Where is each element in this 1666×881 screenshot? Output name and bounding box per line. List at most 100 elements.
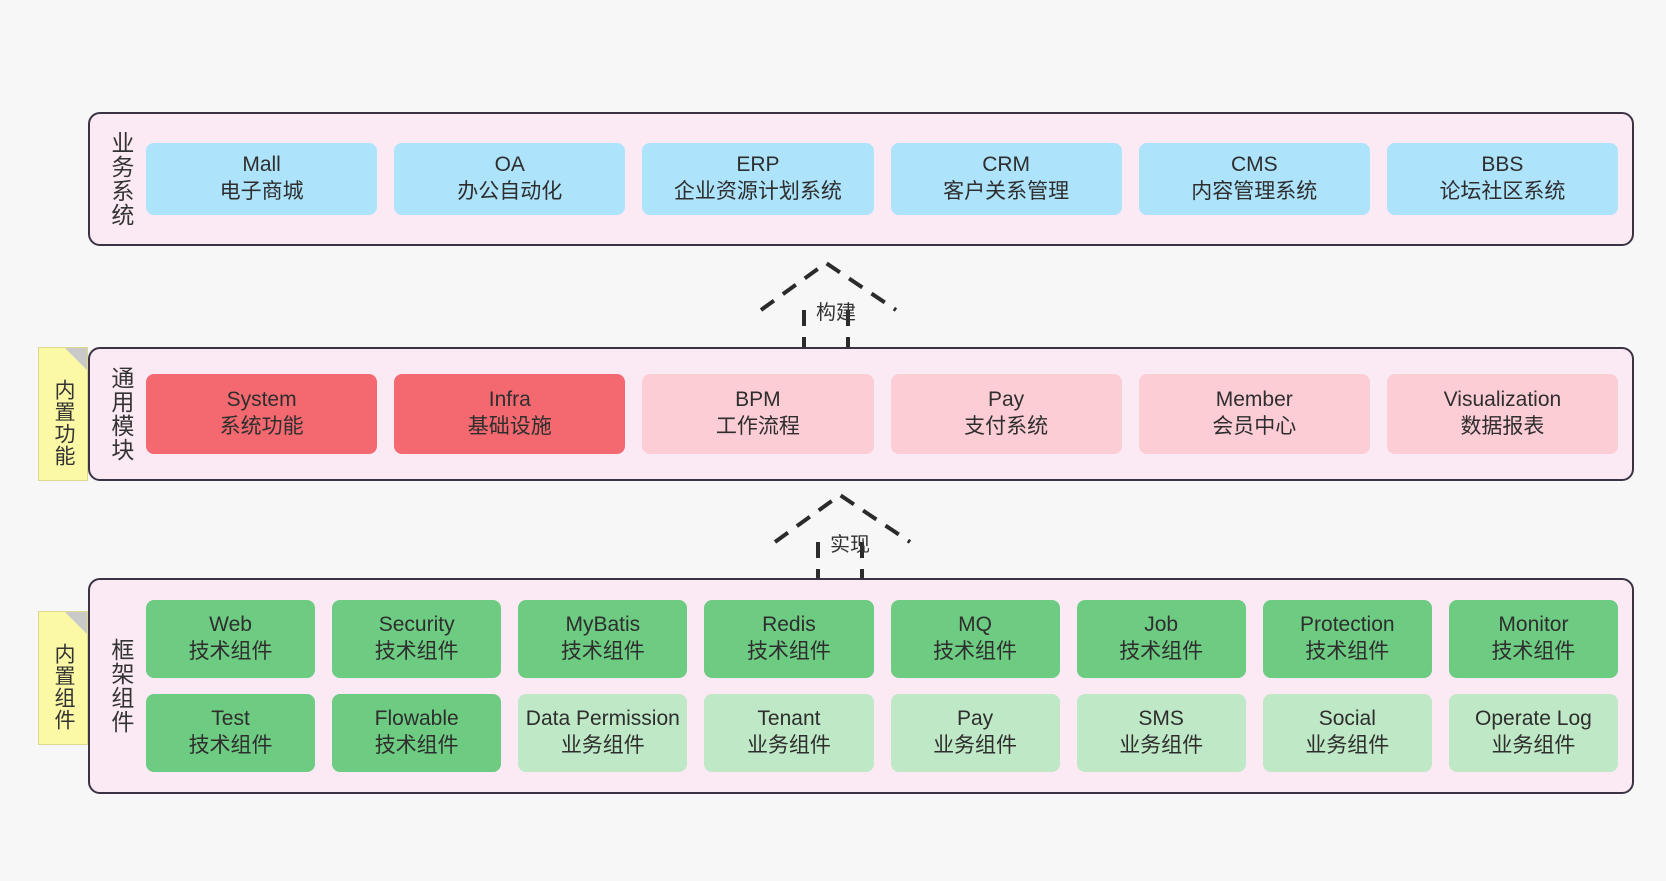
card-title: Web: [209, 613, 252, 637]
card-subtitle: 企业资源计划系统: [673, 180, 842, 203]
card-test[interactable]: Test 技术组件: [146, 694, 316, 772]
card-subtitle: 业务组件: [746, 734, 831, 757]
card-title: Security: [378, 613, 455, 637]
framework-card-row-business: Test 技术组件 Flowable 技术组件 Data Permission …: [146, 694, 1618, 772]
card-data-permission[interactable]: Data Permission 业务组件: [518, 694, 688, 772]
card-flowable[interactable]: Flowable 技术组件: [332, 694, 502, 772]
card-title: System: [226, 388, 297, 412]
card-member[interactable]: Member 会员中心: [1138, 374, 1370, 454]
card-title: Pay: [988, 388, 1025, 412]
connector-build: 构建: [756, 258, 906, 354]
layer-framework-title: 框架组件: [107, 638, 134, 734]
framework-card-row-technical: Web 技术组件 Security 技术组件 MyBatis 技术组件 Redi…: [146, 600, 1618, 678]
layer-modules-body: System 系统功能 Infra 基础设施 BPM 工作流程 Pay 支付系统…: [142, 349, 1632, 479]
card-subtitle: 论坛社区系统: [1439, 180, 1566, 203]
card-bbs[interactable]: BBS 论坛社区系统: [1386, 143, 1619, 215]
sticky-note-label: 内置功能: [51, 379, 75, 467]
layer-common-modules: 通用模块 System 系统功能 Infra 基础设施 BPM 工作流程 Pay…: [88, 347, 1634, 481]
card-title: Mall: [242, 153, 281, 177]
layer-framework-components: 框架组件 Web 技术组件 Security 技术组件 MyBatis 技术组件…: [88, 578, 1634, 794]
card-title: Tenant: [757, 707, 821, 731]
card-title: SMS: [1138, 707, 1184, 731]
card-title: Social: [1318, 707, 1376, 731]
card-pay-component[interactable]: Pay 业务组件: [890, 694, 1060, 772]
card-subtitle: 技术组件: [746, 640, 831, 663]
business-card-row: Mall 电子商城 OA 办公自动化 ERP 企业资源计划系统 CRM 客户关系…: [146, 143, 1619, 215]
card-subtitle: 技术组件: [188, 640, 273, 663]
modules-card-row: System 系统功能 Infra 基础设施 BPM 工作流程 Pay 支付系统…: [146, 374, 1619, 454]
card-title: Data Permission: [525, 707, 680, 731]
card-cms[interactable]: CMS 内容管理系统: [1138, 143, 1370, 215]
card-social[interactable]: Social 业务组件: [1262, 694, 1432, 772]
layer-modules-title: 通用模块: [107, 366, 134, 462]
card-subtitle: 技术组件: [374, 640, 459, 663]
card-protection[interactable]: Protection 技术组件: [1262, 600, 1432, 678]
card-subtitle: 工作流程: [715, 415, 800, 438]
card-bpm[interactable]: BPM 工作流程: [642, 374, 874, 454]
card-subtitle: 内容管理系统: [1191, 180, 1318, 203]
connector-implement: 实现: [770, 490, 920, 586]
card-infra[interactable]: Infra 基础设施: [394, 374, 626, 454]
card-subtitle: 技术组件: [933, 640, 1018, 663]
sticky-note-label: 内置组件: [51, 643, 75, 731]
card-title: CRM: [982, 153, 1031, 177]
card-title: BPM: [735, 388, 781, 412]
card-job[interactable]: Job 技术组件: [1076, 600, 1246, 678]
layer-framework-body: Web 技术组件 Security 技术组件 MyBatis 技术组件 Redi…: [142, 580, 1632, 792]
card-subtitle: 客户关系管理: [943, 180, 1070, 203]
card-subtitle: 基础设施: [467, 415, 552, 438]
card-crm[interactable]: CRM 客户关系管理: [890, 143, 1122, 215]
card-visualization[interactable]: Visualization 数据报表: [1386, 374, 1619, 454]
card-title: Flowable: [374, 707, 459, 731]
card-subtitle: 业务组件: [1305, 734, 1390, 757]
card-sms[interactable]: SMS 业务组件: [1076, 694, 1246, 772]
card-subtitle: 业务组件: [1491, 734, 1576, 757]
card-title: Operate Log: [1475, 707, 1592, 731]
card-tenant[interactable]: Tenant 业务组件: [704, 694, 874, 772]
card-mall[interactable]: Mall 电子商城: [146, 143, 378, 215]
card-oa[interactable]: OA 办公自动化: [394, 143, 626, 215]
card-subtitle: 技术组件: [1305, 640, 1390, 663]
card-subtitle: 数据报表: [1460, 415, 1545, 438]
card-subtitle: 技术组件: [1119, 640, 1204, 663]
card-subtitle: 技术组件: [1491, 640, 1576, 663]
card-title: MyBatis: [565, 613, 641, 637]
card-system[interactable]: System 系统功能: [146, 374, 378, 454]
card-title: Protection: [1300, 613, 1395, 637]
card-subtitle: 电子商城: [219, 180, 304, 203]
connector-implement-label: 实现: [830, 534, 870, 556]
sticky-note-builtin-components: 内置组件: [38, 611, 88, 745]
card-operate-log[interactable]: Operate Log 业务组件: [1448, 694, 1618, 772]
card-erp[interactable]: ERP 企业资源计划系统: [642, 143, 874, 215]
card-subtitle: 会员中心: [1212, 415, 1297, 438]
card-title: Pay: [956, 707, 994, 731]
card-subtitle: 技术组件: [188, 734, 273, 757]
card-title: Infra: [488, 388, 531, 412]
card-mq[interactable]: MQ 技术组件: [890, 600, 1060, 678]
card-mybatis[interactable]: MyBatis 技术组件: [518, 600, 688, 678]
card-title: MQ: [958, 613, 992, 637]
card-subtitle: 业务组件: [560, 734, 645, 757]
card-title: Member: [1215, 388, 1293, 412]
card-title: ERP: [736, 153, 780, 177]
card-subtitle: 业务组件: [933, 734, 1018, 757]
layer-business-title: 业务系统: [107, 131, 134, 227]
card-title: OA: [494, 153, 525, 177]
card-title: Monitor: [1498, 613, 1569, 637]
sticky-note-builtin-features: 内置功能: [38, 347, 88, 481]
card-web[interactable]: Web 技术组件: [146, 600, 316, 678]
card-title: Test: [211, 707, 250, 731]
card-subtitle: 技术组件: [374, 734, 459, 757]
card-subtitle: 业务组件: [1119, 734, 1204, 757]
card-pay-module[interactable]: Pay 支付系统: [890, 374, 1122, 454]
card-monitor[interactable]: Monitor 技术组件: [1448, 600, 1618, 678]
connector-build-label: 构建: [816, 302, 856, 324]
card-title: Redis: [762, 613, 816, 637]
card-title: BBS: [1481, 153, 1524, 177]
card-security[interactable]: Security 技术组件: [332, 600, 502, 678]
card-subtitle: 办公自动化: [457, 180, 563, 203]
card-redis[interactable]: Redis 技术组件: [704, 600, 874, 678]
card-subtitle: 系统功能: [219, 415, 304, 438]
layer-business-systems: 业务系统 Mall 电子商城 OA 办公自动化 ERP 企业资源计划系统 CRM…: [88, 112, 1634, 246]
layer-business-body: Mall 电子商城 OA 办公自动化 ERP 企业资源计划系统 CRM 客户关系…: [142, 114, 1632, 244]
